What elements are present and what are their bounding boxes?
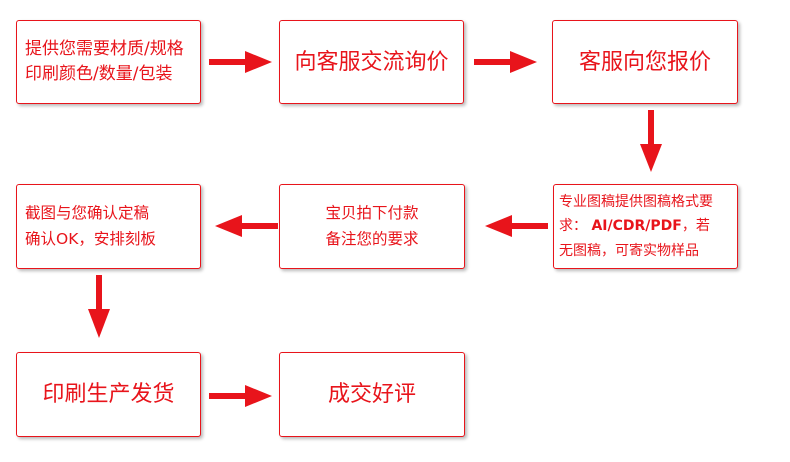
arrow-down-icon	[88, 275, 110, 338]
arrow-right-icon	[474, 51, 537, 73]
step-text: 宝贝拍下付款	[325, 203, 419, 222]
step-text: 求：	[559, 218, 587, 235]
arrow-left-icon	[485, 215, 548, 237]
step-box-consult-service: 向客服交流询价	[279, 20, 464, 104]
step-text: 无图稿，可寄实物样品	[559, 242, 699, 259]
file-formats: AI/CDR/PDF	[591, 218, 682, 235]
step-box-provide-requirements: 提供您需要材质/规格 印刷颜色/数量/包装	[16, 20, 201, 104]
step-text: 客服向您报价	[578, 49, 711, 75]
step-box-design-files: 专业图稿提供图稿格式要 求： AI/CDR/PDF，若 无图稿，可寄实物样品	[553, 184, 738, 269]
step-text: 印刷颜色/数量/包装	[25, 64, 173, 84]
step-text: 备注您的要求	[325, 229, 419, 248]
step-box-confirm-draft: 截图与您确认定稿 确认OK，安排刻板	[16, 184, 201, 269]
step-text: 向客服交流询价	[294, 49, 449, 75]
step-box-place-order: 宝贝拍下付款 备注您的要求	[279, 184, 465, 269]
arrow-right-icon	[209, 51, 272, 73]
step-text: 确认OK，安排刻板	[25, 229, 156, 248]
arrow-left-icon	[215, 215, 278, 237]
step-text: 印刷生产发货	[42, 382, 175, 407]
step-box-positive-review: 成交好评	[279, 352, 465, 437]
step-text-line: 求： AI/CDR/PDF，若	[559, 214, 710, 239]
step-text: 专业图稿提供图稿格式要	[559, 193, 713, 210]
step-text: 提供您需要材质/规格	[25, 38, 184, 59]
arrow-right-icon	[209, 385, 272, 407]
step-text: 成交好评	[327, 382, 416, 407]
step-text: 截图与您确认定稿	[25, 203, 150, 222]
step-text: ，若	[681, 218, 710, 235]
step-box-print-ship: 印刷生产发货	[16, 352, 201, 437]
arrow-down-icon	[640, 110, 662, 172]
step-box-service-quote: 客服向您报价	[552, 20, 738, 104]
